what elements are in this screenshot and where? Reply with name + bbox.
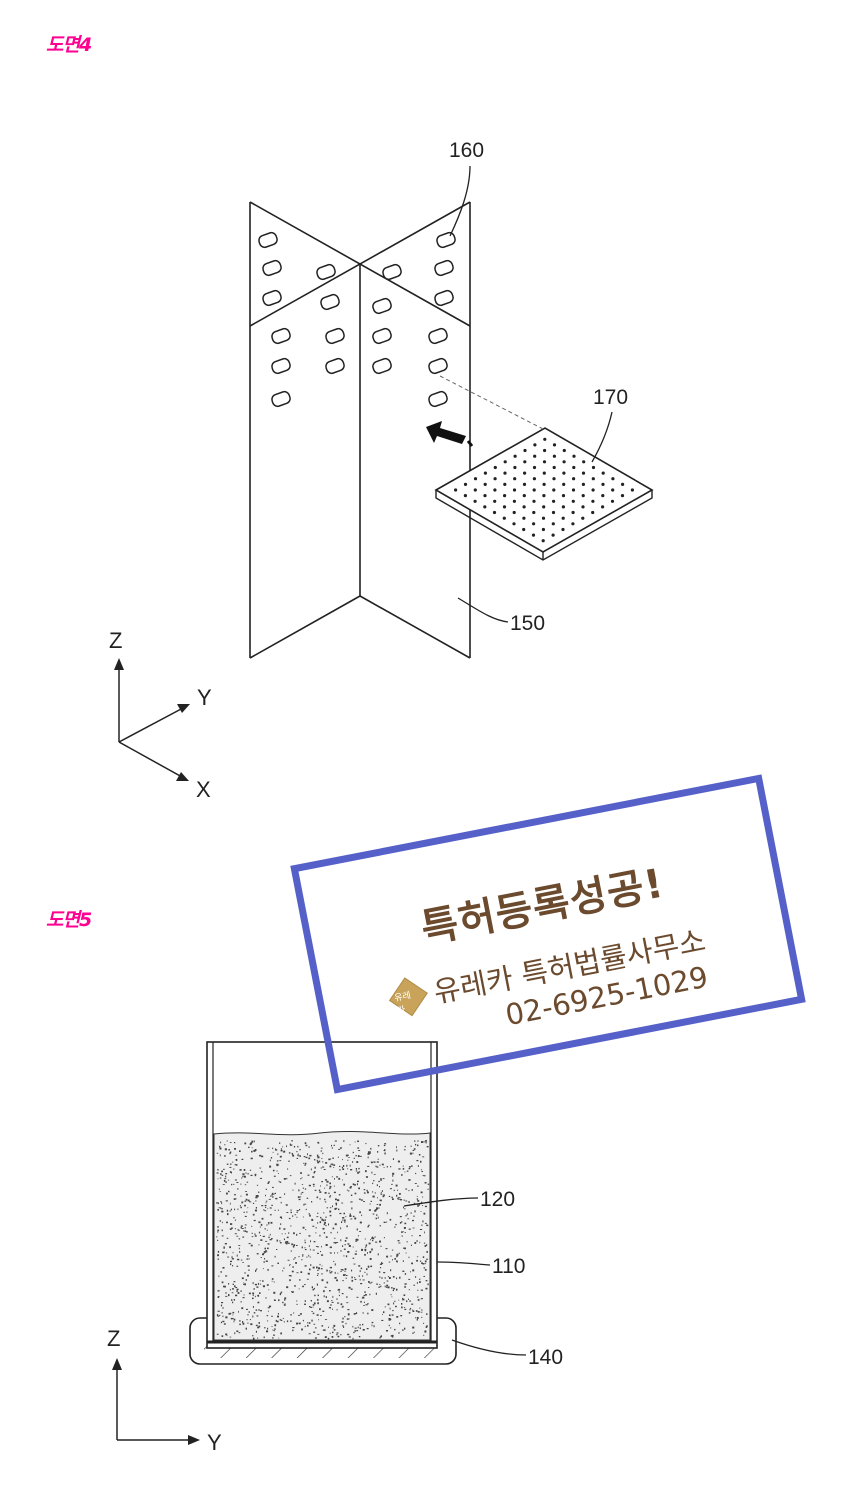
axis-z-label-fig4: Z: [109, 628, 122, 653]
leader-140: [451, 1339, 527, 1356]
mounting-slot: [316, 263, 336, 281]
leader-170: [591, 411, 613, 463]
mounting-slot: [428, 327, 448, 345]
ref-110: 110: [492, 1255, 525, 1278]
mounting-slot: [436, 231, 456, 249]
mounting-slot: [428, 357, 448, 375]
ref-150: 150: [510, 612, 545, 635]
leader-150: [457, 597, 509, 623]
axis-z-label-fig5: Z: [107, 1326, 120, 1351]
axes-fig5: [112, 1358, 200, 1445]
mounting-slot: [262, 259, 282, 277]
panel-bottom-left: [249, 595, 361, 659]
firm-logo: 유레카: [388, 977, 428, 1017]
axis-x-label-fig4: X: [196, 777, 211, 802]
cross-panel-structure: [249, 201, 471, 659]
granular-fill-120: [213, 1130, 431, 1341]
figure-4-label: 도면4: [46, 34, 92, 56]
mounting-slot: [372, 357, 392, 375]
figure-5-label: 도면5: [46, 909, 92, 931]
ref-160: 160: [449, 139, 484, 162]
panel-bottom-right: [359, 595, 471, 659]
mounting-slot: [382, 263, 402, 281]
mounting-slot: [271, 390, 291, 408]
mounting-slot: [271, 327, 291, 345]
container-assembly: [189, 1041, 457, 1365]
mounting-slot: [372, 327, 392, 345]
mounting-slots-160: [258, 231, 456, 408]
firm-logo-text: 유레카: [393, 990, 412, 1017]
mounting-slot: [271, 357, 291, 375]
leader-120: [403, 1197, 479, 1207]
insert-arrow: [426, 421, 474, 447]
mounting-slot: [320, 293, 340, 311]
ref-120: 120: [480, 1188, 515, 1211]
fig5-leaders: [403, 1197, 527, 1356]
axes-fig4: [114, 658, 190, 781]
mounting-slot: [372, 297, 392, 315]
axis-y-label-fig5: Y: [207, 1430, 222, 1455]
ref-140: 140: [528, 1346, 563, 1369]
mounting-slot: [258, 231, 278, 249]
mounting-slot: [434, 289, 454, 307]
mounting-slot: [428, 390, 448, 408]
mounting-slot: [325, 327, 345, 345]
axis-y-label-fig4: Y: [197, 685, 212, 710]
mounting-slot: [325, 357, 345, 375]
leader-110: [436, 1261, 491, 1266]
ref-170: 170: [593, 386, 628, 409]
leader-160: [449, 165, 471, 237]
perforated-plate-170: [434, 427, 654, 561]
mounting-slot: [262, 289, 282, 307]
assembly-guide-line: [439, 375, 546, 431]
mounting-slot: [434, 259, 454, 277]
fig4-leaders: [449, 165, 613, 623]
